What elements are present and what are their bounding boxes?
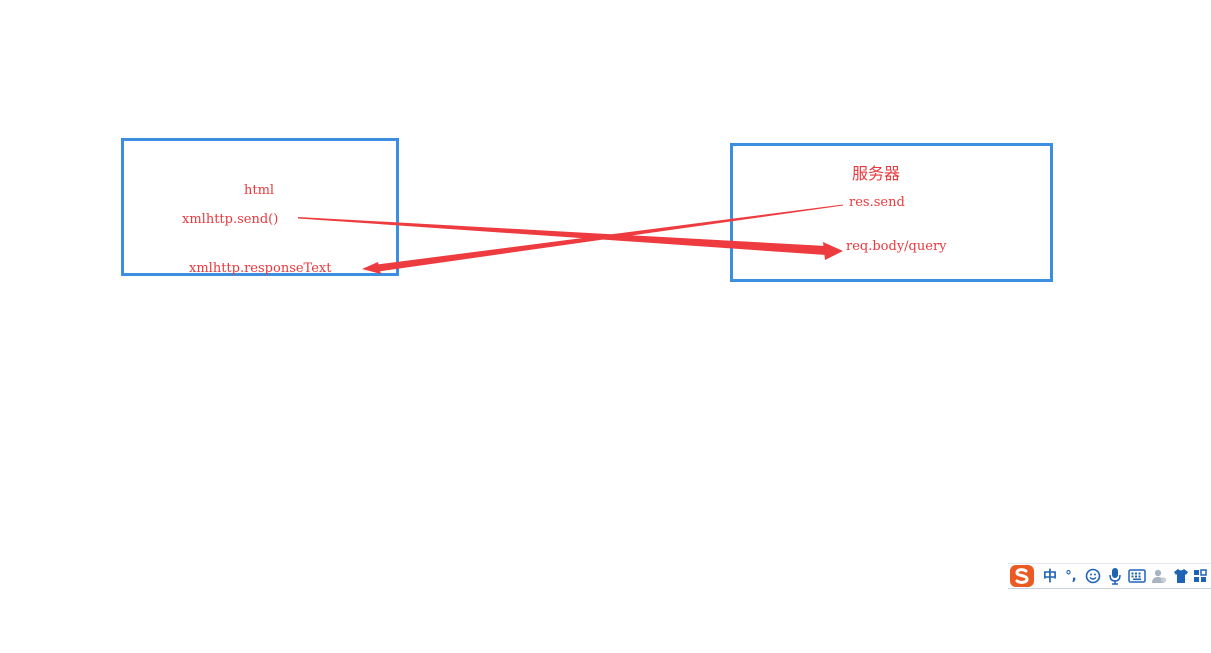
server-title: 服务器 <box>852 164 901 183</box>
client-title: html <box>244 183 275 198</box>
microphone-icon[interactable] <box>1104 565 1126 587</box>
punctuation-toggle[interactable]: °, <box>1065 568 1077 584</box>
ime-toolbar: 中 °, <box>1008 563 1211 589</box>
sogou-s-icon[interactable] <box>1008 565 1036 587</box>
req-body-query-label: req.body/query <box>846 239 947 254</box>
language-toggle[interactable]: 中 <box>1043 569 1057 585</box>
grid-menu-icon[interactable] <box>1192 565 1208 587</box>
user-icon[interactable] <box>1148 565 1170 587</box>
response-text-label: xmlhttp.responseText <box>189 261 332 276</box>
smiley-icon[interactable] <box>1082 565 1104 587</box>
keyboard-icon[interactable] <box>1126 565 1148 587</box>
shirt-icon[interactable] <box>1170 565 1192 587</box>
client-box <box>121 138 399 276</box>
res-send-label: res.send <box>849 195 905 210</box>
send-call-label: xmlhttp.send() <box>182 212 279 227</box>
